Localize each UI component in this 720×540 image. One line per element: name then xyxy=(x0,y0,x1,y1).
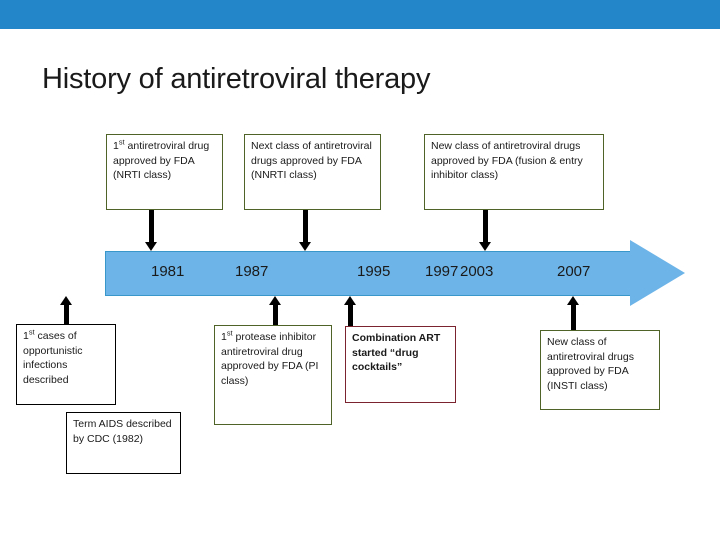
callout-opportunistic-infections-text: 1st cases of opportunistic infections de… xyxy=(23,327,83,386)
connector-line-nrti xyxy=(149,210,154,243)
timeline-bar xyxy=(105,251,630,296)
timeline-arrowhead-icon xyxy=(630,240,685,306)
connector-line-fusion xyxy=(483,210,488,243)
callout-combination-art: Combination ART started “drug cocktails” xyxy=(345,326,456,403)
callout-nrti: 1st antiretroviral drug approved by FDA … xyxy=(106,134,223,210)
connector-arrowhead-nnrti xyxy=(299,242,311,251)
connector-arrowhead-nrti xyxy=(145,242,157,251)
callout-nnrti: Next class of antiretroviral drugs appro… xyxy=(244,134,381,210)
callout-opportunistic-infections: 1st cases of opportunistic infections de… xyxy=(16,324,116,405)
callout-protease-inhibitor: 1st protease inhibitor antiretroviral dr… xyxy=(214,325,332,425)
slide-top-accent-bar xyxy=(0,0,720,29)
timeline-year-1981: 1981 xyxy=(151,263,185,280)
ordinal-suffix: st xyxy=(118,137,125,147)
callout-insti: New class of antiretroviral drugs approv… xyxy=(540,330,660,410)
timeline-year-1987: 1987 xyxy=(235,263,269,280)
timeline-year-1995: 1995 xyxy=(357,263,391,280)
timeline-year-2003: 2003 xyxy=(460,263,494,280)
connector-line-nnrti xyxy=(303,210,308,243)
connector-arrowhead-insti xyxy=(567,296,579,305)
connector-arrowhead-opportunistic-infections xyxy=(60,296,72,305)
ordinal-suffix: st xyxy=(226,328,233,338)
callout-nrti-text: 1st antiretroviral drug approved by FDA … xyxy=(113,137,210,182)
ordinal-suffix: st xyxy=(28,327,35,337)
timeline-arrow: 1981 1987 1995 1997 2003 2007 xyxy=(105,240,685,306)
connector-arrowhead-combination-art xyxy=(344,296,356,305)
timeline-year-1997: 1997 xyxy=(425,263,459,280)
connector-line-insti xyxy=(571,305,576,331)
callout-protease-inhibitor-text: 1st protease inhibitor antiretroviral dr… xyxy=(221,328,319,387)
callout-term-aids: Term AIDS described by CDC (1982) xyxy=(66,412,181,474)
connector-line-protease-inhibitor xyxy=(273,305,278,326)
page-title: History of antiretroviral therapy xyxy=(42,63,431,95)
callout-fusion-entry-inhibitor: New class of antiretroviral drugs approv… xyxy=(424,134,604,210)
timeline-year-2007: 2007 xyxy=(557,263,591,280)
connector-arrowhead-fusion xyxy=(479,242,491,251)
connector-arrowhead-protease-inhibitor xyxy=(269,296,281,305)
connector-line-combination-art xyxy=(348,305,353,327)
connector-line-opportunistic-infections xyxy=(64,305,69,325)
